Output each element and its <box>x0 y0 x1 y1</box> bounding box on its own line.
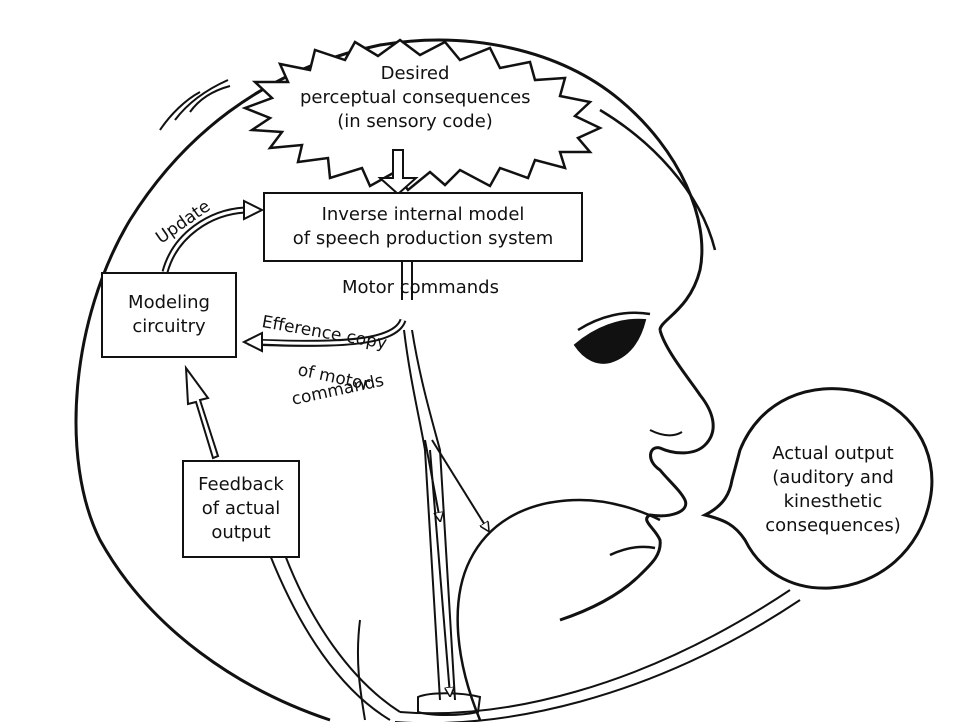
motor-command-line <box>401 262 413 300</box>
modeling-line2: circuitry <box>132 316 206 337</box>
mouth <box>609 545 656 557</box>
desired-label: Desired perceptual consequences (in sens… <box>300 62 531 134</box>
modeling-line1: Modeling <box>128 292 210 313</box>
hair-tuft <box>159 79 231 131</box>
desired-line3: (in sensory code) <box>337 111 493 132</box>
feedback-arrow <box>184 364 220 460</box>
feedback-line2: of actual <box>201 498 281 519</box>
desired-line2: perceptual consequences <box>300 87 531 108</box>
feedback-box: Feedback of actual output <box>182 460 300 558</box>
actual-output-line4: consequences) <box>765 515 901 536</box>
efference-copy-arrow-inner <box>257 319 405 345</box>
desired-line1: Desired <box>380 63 450 84</box>
eyebrow <box>577 311 651 332</box>
neck-line <box>356 619 366 721</box>
update-arrow-inner <box>163 208 246 273</box>
inverse-model-box: Inverse internal model of speech product… <box>263 192 583 262</box>
modeling-circuitry-box: Modeling circuitry <box>101 272 237 358</box>
motor-to-tongue-lines <box>403 329 456 701</box>
face-profile <box>559 329 715 622</box>
actual-output-line2: (auditory and <box>772 467 894 488</box>
desired-cloud-shape <box>241 38 603 192</box>
motor-branch-2 <box>431 439 488 530</box>
actual-output-line3: kinesthetic <box>783 491 883 512</box>
actual-output-bubble-shape <box>700 387 934 590</box>
head-back-top <box>599 108 717 251</box>
inverse-model-line1: Inverse internal model <box>321 204 525 225</box>
eye-icon <box>573 318 647 364</box>
motor-commands-label: Motor commands <box>342 277 499 298</box>
jaw-line <box>456 498 661 721</box>
actual-output-label: Actual output (auditory and kinesthetic … <box>758 442 908 538</box>
actual-output-line1: Actual output <box>772 443 894 464</box>
inverse-model-line2: of speech production system <box>292 228 554 249</box>
desired-to-model-arrow <box>377 149 419 196</box>
nostril <box>649 429 683 437</box>
output-feedback-path <box>395 589 801 722</box>
head-outline <box>74 38 704 722</box>
feedback-line1: Feedback <box>198 474 284 495</box>
feedback-path <box>269 554 401 721</box>
motor-branch-3 <box>429 449 450 695</box>
feedback-line3: output <box>211 522 271 543</box>
update-arrowhead <box>243 199 265 221</box>
efference-arrowhead <box>241 331 263 353</box>
